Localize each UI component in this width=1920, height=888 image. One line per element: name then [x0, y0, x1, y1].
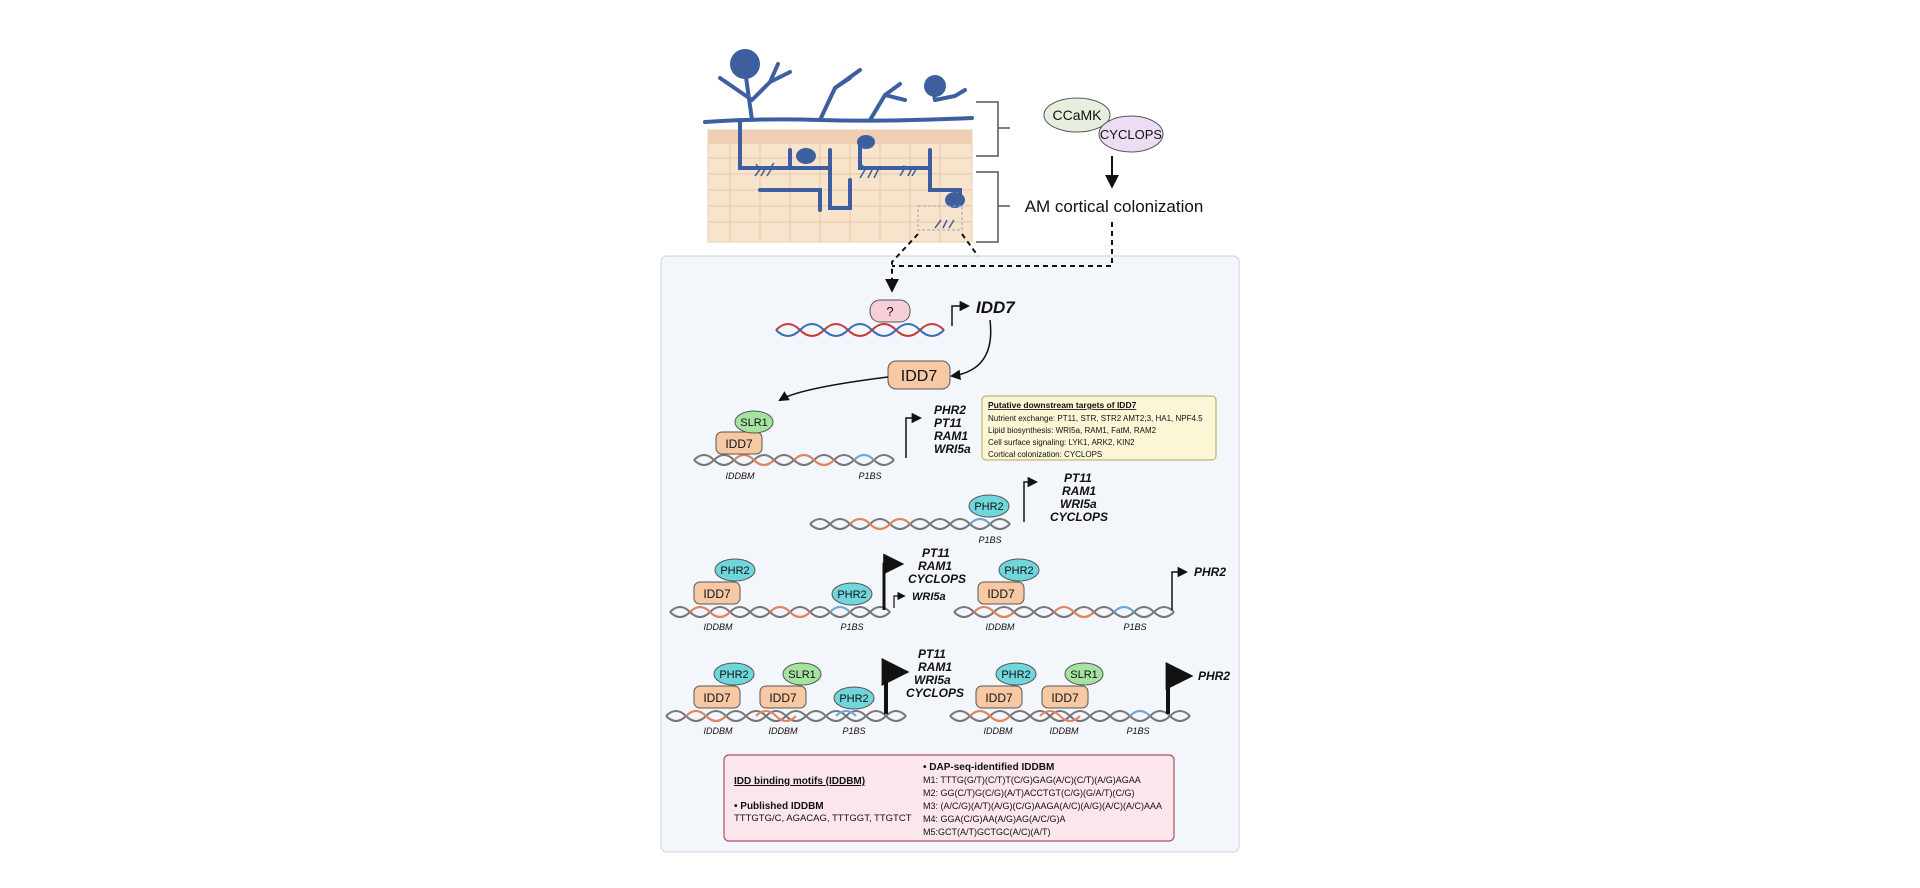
svg-text:Cell surface signaling: LYK1,: Cell surface signaling: LYK1, ARK2, KIN2	[988, 438, 1135, 447]
svg-text:PHR2: PHR2	[839, 693, 868, 705]
idd7-gene-label: IDD7	[976, 298, 1016, 317]
svg-text:Lipid biosynthesis: WRI5a, RAM: Lipid biosynthesis: WRI5a, RAM1, FatM, R…	[988, 426, 1157, 435]
row2-p1bs: P1BS	[978, 535, 1001, 545]
svg-text:SLR1: SLR1	[788, 669, 816, 681]
svg-text:P1BS: P1BS	[840, 622, 863, 632]
dap-header: • DAP-seq-identified IDDBM	[923, 762, 1054, 773]
svg-text:RAM1: RAM1	[918, 660, 952, 674]
svg-text:CYCLOPS: CYCLOPS	[1050, 510, 1108, 524]
ccamk-label: CCaMK	[1052, 107, 1102, 123]
row1-slr1: SLR1	[740, 417, 768, 429]
svg-text:WRI5a: WRI5a	[914, 673, 951, 687]
idd-binding-motifs-box: IDD binding motifs (IDDBM) • Published I…	[723, 754, 1175, 842]
svg-text:SLR1: SLR1	[1070, 669, 1098, 681]
svg-text:IDDBM: IDDBM	[704, 622, 734, 632]
root-tissue-illustration	[703, 49, 974, 243]
cyclops-label: CYCLOPS	[1100, 127, 1162, 142]
svg-text:IDD7: IDD7	[985, 691, 1013, 705]
svg-text:PHR2: PHR2	[837, 589, 866, 601]
svg-text:PT11: PT11	[1064, 471, 1092, 485]
svg-text:Putative downstream targets of: Putative downstream targets of IDD7	[988, 400, 1137, 410]
svg-text:IDD7: IDD7	[1051, 691, 1079, 705]
svg-text:IDDBM: IDDBM	[986, 622, 1016, 632]
svg-text:M5:GCT(A/T)GCTGC(A/C)(A/T): M5:GCT(A/T)GCTGC(A/C)(A/T)	[923, 827, 1051, 837]
svg-text:IDD7: IDD7	[987, 587, 1015, 601]
svg-text:M2: GG(C/T)G(C/G)(A/T)ACCTGT(C: M2: GG(C/T)G(C/G)(A/T)ACCTGT(C/G)(G/A/T)…	[923, 788, 1134, 798]
published-list: TTTGTG/C, AGACAG, TTTGGT, TTGTCT	[734, 813, 912, 824]
row4-left-complex: IDD7 PHR2 IDD7 SLR1 PHR2 IDDBM IDDBM P1B…	[665, 647, 964, 736]
svg-text:Cortical colonization: CYCLOPS: Cortical colonization: CYCLOPS	[988, 450, 1102, 459]
svg-text:IDDBM: IDDBM	[1050, 726, 1080, 736]
idd7-protein	[887, 360, 951, 390]
svg-text:CYCLOPS: CYCLOPS	[908, 572, 966, 586]
svg-text:IDDBM: IDDBM	[769, 726, 799, 736]
row2-complex: PHR2 P1BS PT11 RAM1 WRI5a CYCLOPS	[809, 471, 1108, 545]
unknown-factor: ?	[886, 304, 893, 319]
svg-text:PHR2: PHR2	[720, 565, 749, 577]
svg-text:WRI5a: WRI5a	[1060, 497, 1097, 511]
svg-text:M1: TTTG(G/T)(C/T)T(C/G)GAG(A/: M1: TTTG(G/T)(C/T)T(C/G)GAG(A/C)(C/T)(A/…	[923, 775, 1141, 785]
idd7-promoter-row: ? IDD7	[775, 298, 1016, 337]
svg-text:PHR2: PHR2	[934, 403, 966, 417]
svg-text:IDDBM: IDDBM	[984, 726, 1014, 736]
am-colonization-label: AM cortical colonization	[1025, 197, 1204, 216]
ccamk-cyclops-complex: CCaMK CYCLOPS	[1043, 97, 1164, 153]
svg-text:PHR2: PHR2	[1198, 669, 1230, 683]
row1-idd7: IDD7	[725, 437, 753, 451]
row4-right-complex: IDD7 PHR2 IDD7 SLR1 IDDBM IDDBM P1BS PHR…	[949, 662, 1230, 736]
row1-p1bs: P1BS	[858, 471, 881, 481]
svg-text:PT11: PT11	[922, 546, 950, 560]
svg-text:PT11: PT11	[934, 416, 962, 430]
svg-text:Nutrient exchange: PT11, STR,: Nutrient exchange: PT11, STR, STR2 AMT2;…	[988, 414, 1203, 423]
svg-text:RAM1: RAM1	[918, 559, 952, 573]
svg-text:RAM1: RAM1	[934, 429, 968, 443]
svg-text:WRI5a: WRI5a	[934, 442, 971, 456]
svg-text:P1BS: P1BS	[1126, 726, 1149, 736]
svg-text:P1BS: P1BS	[1123, 622, 1146, 632]
svg-text:M4: GGA(C/G)AA(A/G)AG(A/C/G)A: M4: GGA(C/G)AA(A/G)AG(A/C/G)A	[923, 814, 1066, 824]
row3-left-complex: IDD7 PHR2 PHR2 IDDBM P1BS PT11 RAM1 CYCL…	[669, 546, 966, 632]
svg-text:IDD7: IDD7	[901, 368, 938, 385]
svg-text:IDD7: IDD7	[769, 691, 797, 705]
svg-text:IDDBM: IDDBM	[704, 726, 734, 736]
arrow-to-idd7-protein	[949, 319, 992, 381]
row1-complex: IDD7 SLR1 IDDBM P1BS PHR2 PT11 RAM1 WRI5…	[693, 403, 971, 481]
published-header: • Published IDDBM	[734, 801, 824, 812]
svg-text:P1BS: P1BS	[842, 726, 865, 736]
svg-text:PHR2: PHR2	[1004, 565, 1033, 577]
svg-text:PHR2: PHR2	[1194, 565, 1226, 579]
arrow-to-row1	[778, 376, 889, 402]
svg-text:IDD7: IDD7	[703, 691, 731, 705]
svg-text:RAM1: RAM1	[1062, 484, 1096, 498]
svg-text:CYCLOPS: CYCLOPS	[906, 686, 964, 700]
svg-text:PHR2: PHR2	[1001, 669, 1030, 681]
putative-targets-box: Putative downstream targets of IDD7 Nutr…	[981, 395, 1217, 461]
svg-text:PT11: PT11	[918, 647, 946, 661]
tissue-brackets	[976, 101, 1010, 243]
svg-text:IDD7: IDD7	[703, 587, 731, 601]
row1-iddbm: IDDBM	[726, 471, 756, 481]
svg-text:PHR2: PHR2	[719, 669, 748, 681]
row3-right-complex: IDD7 PHR2 IDDBM P1BS PHR2	[953, 558, 1226, 632]
svg-text:WRI5a: WRI5a	[912, 591, 946, 603]
svg-text:M3: (A/C/G)(A/T)(A/G)(C/G)AAGA: M3: (A/C/G)(A/T)(A/G)(C/G)AAGA(A/C)(A/G)…	[923, 801, 1162, 811]
dashed-connectors	[885, 222, 1113, 293]
motif-box-title: IDD binding motifs (IDDBM)	[734, 776, 865, 787]
row2-phr2: PHR2	[974, 501, 1003, 513]
